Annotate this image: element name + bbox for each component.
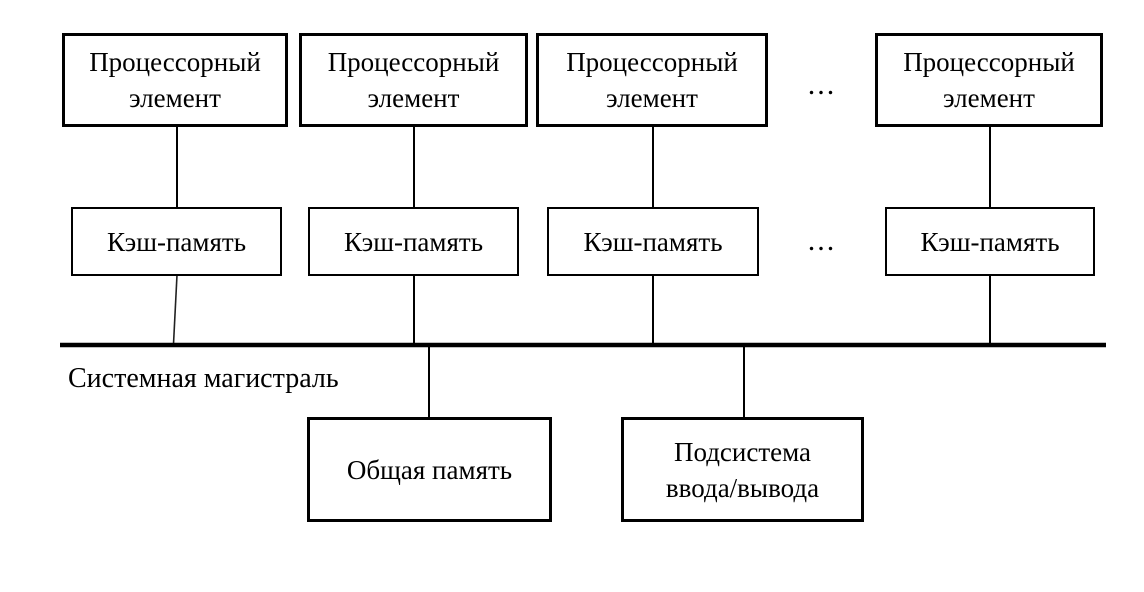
processor-element-box-2: Процессорный элемент	[299, 33, 528, 127]
cache-memory-label: Кэш-память	[583, 226, 723, 257]
system-bus-label: Системная магистраль	[68, 363, 339, 394]
processor-element-label-line1: Процессорный	[566, 47, 738, 77]
processor-element-label-line2: элемент	[943, 83, 1035, 113]
processor-element-label-line2: элемент	[129, 83, 221, 113]
processor-element-label-line1: Процессорный	[89, 47, 261, 77]
processor-element-box-1: Процессорный элемент	[62, 33, 288, 127]
cache-memory-box-1: Кэш-память	[71, 207, 282, 276]
io-subsystem-label-line2: ввода/вывода	[665, 472, 820, 503]
processor-element-box-3: Процессорный элемент	[536, 33, 768, 127]
ellipsis-processors: ...	[807, 68, 837, 101]
shared-memory-label: Общая память	[346, 454, 513, 485]
cache-memory-label: Кэш-память	[106, 226, 247, 257]
processor-element-label-line2: элемент	[606, 83, 698, 113]
io-subsystem-label-line1: Подсистема	[673, 436, 812, 467]
ellipsis-caches: ...	[807, 224, 837, 257]
cache-memory-label: Кэш-память	[343, 226, 484, 257]
cache-memory-box-4: Кэш-память	[885, 207, 1095, 276]
processor-element-box-4: Процессорный элемент	[875, 33, 1103, 127]
cache-memory-box-2: Кэш-память	[308, 207, 519, 276]
io-subsystem-box: Подсистема ввода/вывода	[621, 417, 864, 522]
connector-cache1-bus	[172, 274, 178, 345]
processor-element-label-line1: Процессорный	[327, 47, 500, 77]
cache-memory-label: Кэш-память	[920, 226, 1060, 257]
processor-element-label-line1: Процессорный	[903, 47, 1075, 77]
cache-memory-box-3: Кэш-память	[547, 207, 759, 276]
processor-element-label-line2: элемент	[367, 83, 460, 113]
shared-memory-box: Общая память	[307, 417, 552, 522]
